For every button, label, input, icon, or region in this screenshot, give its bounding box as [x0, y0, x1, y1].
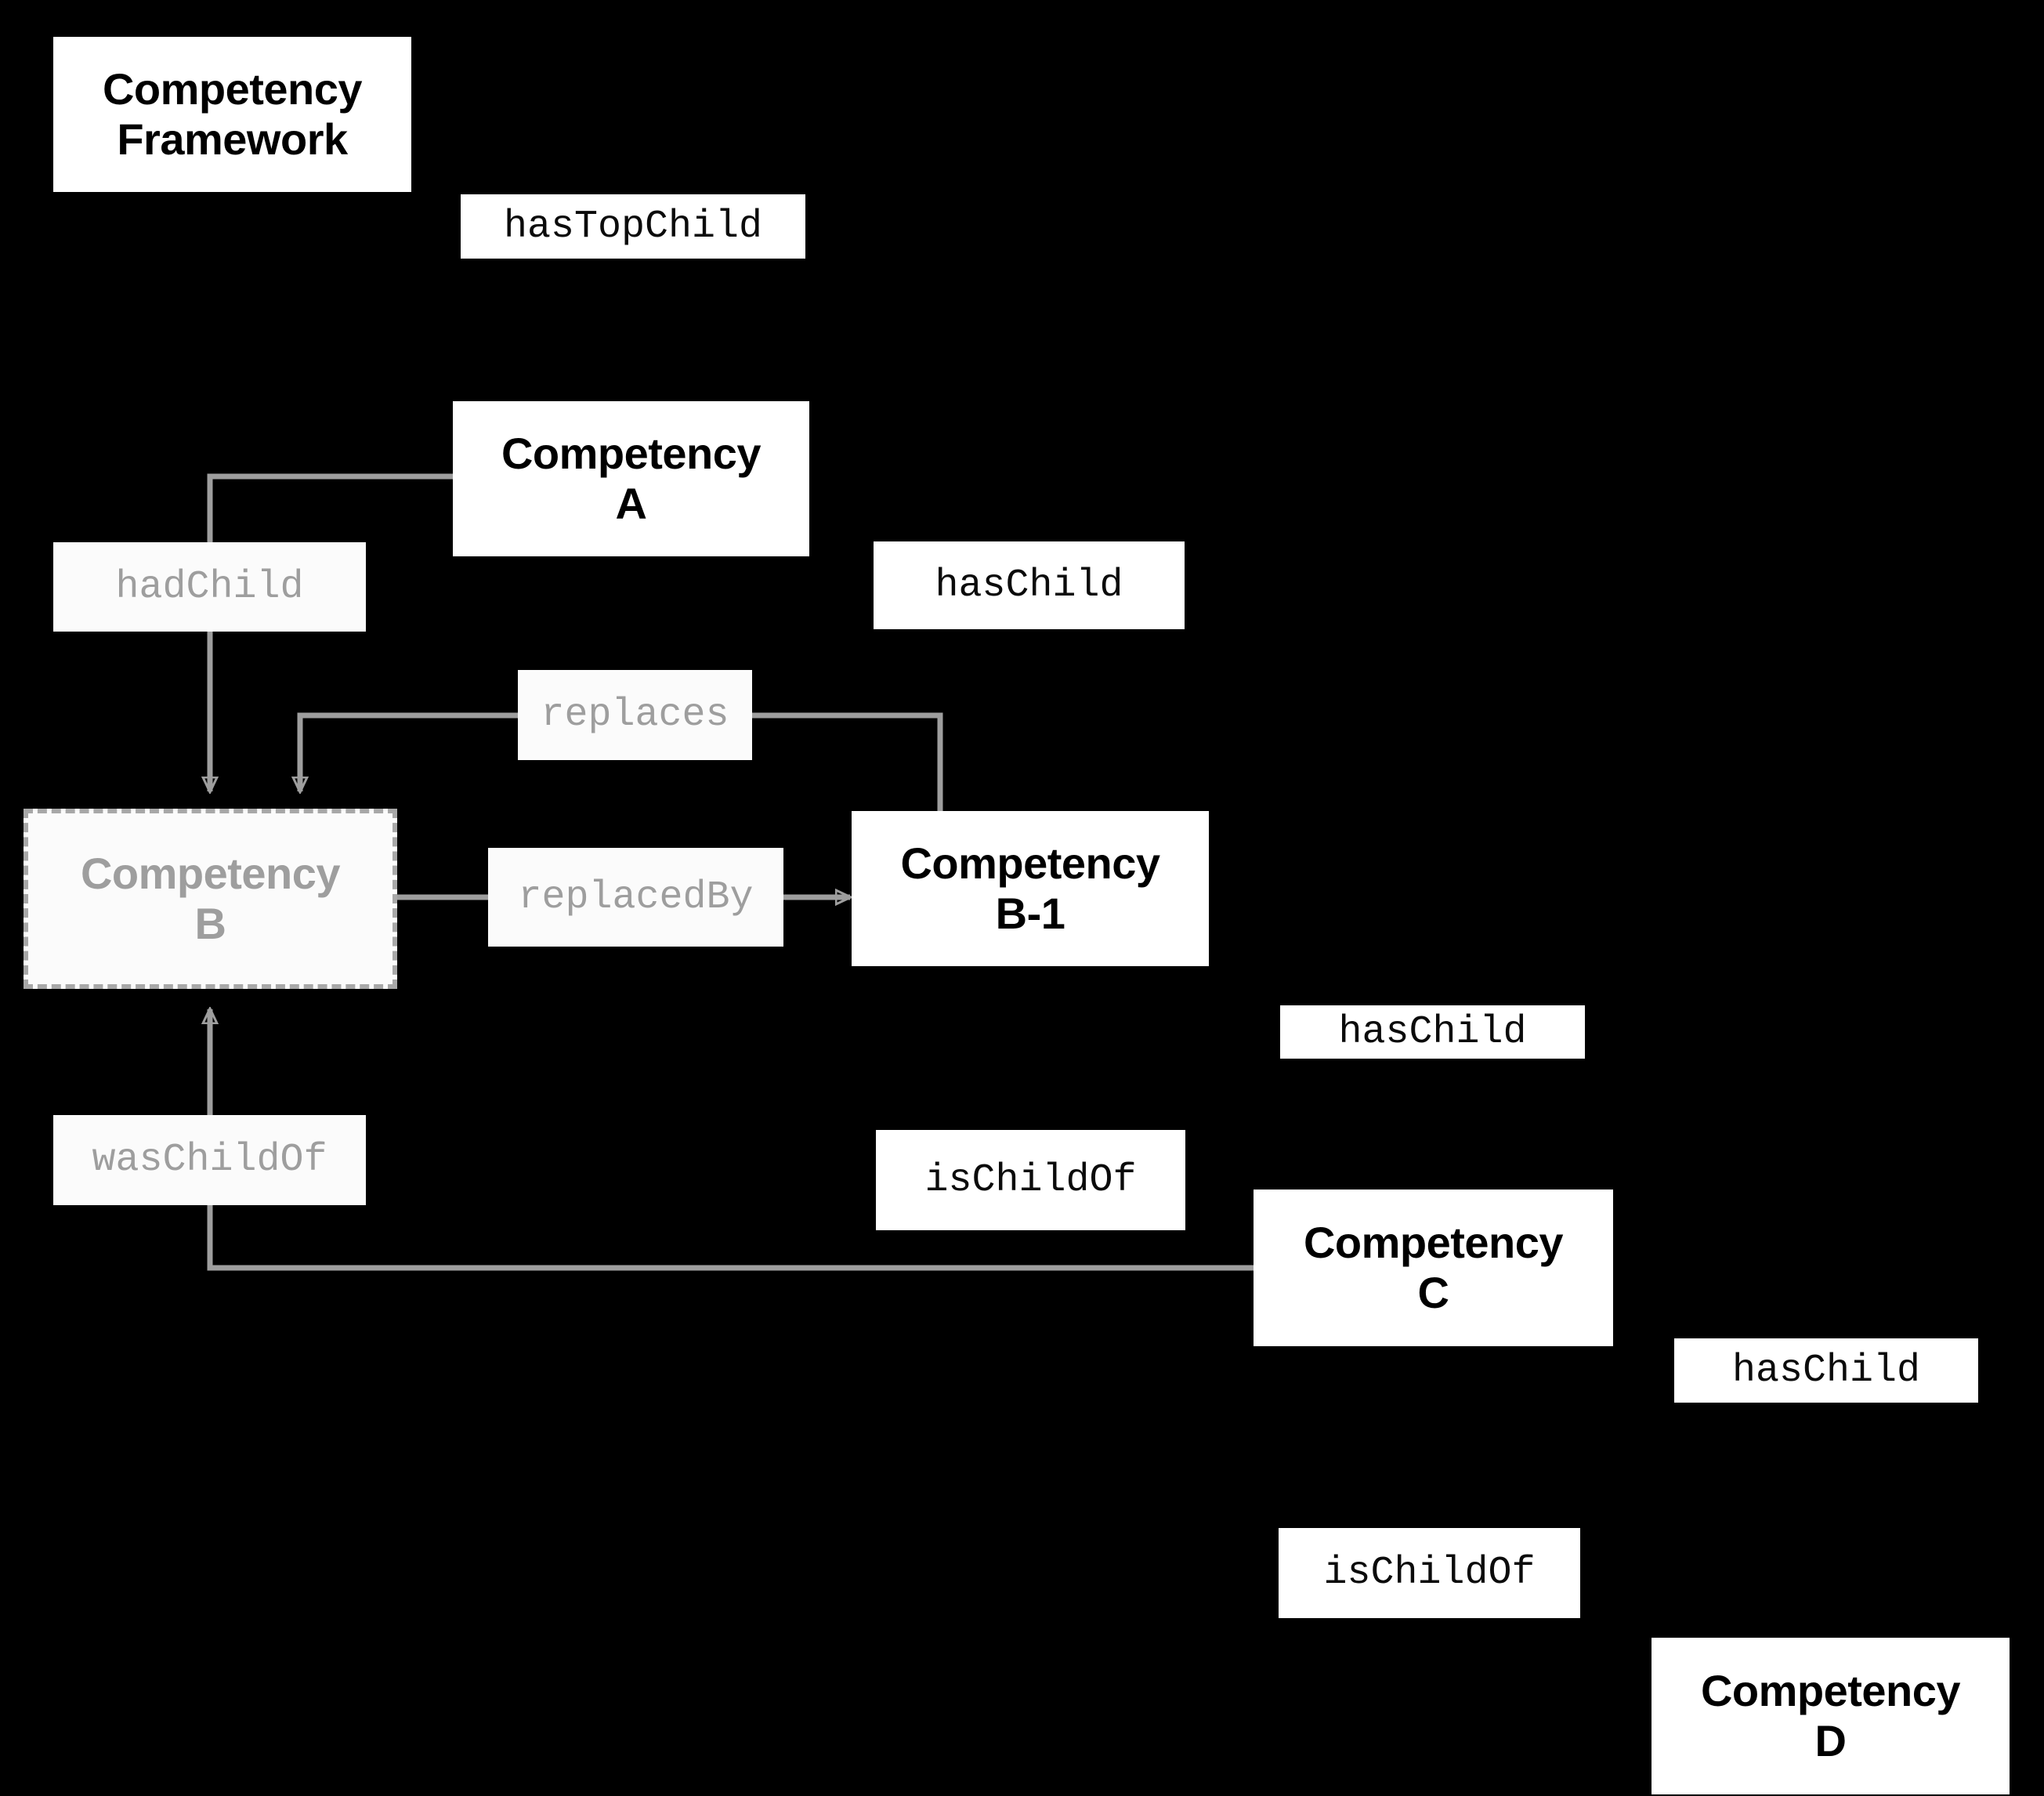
node-label-line2: B — [194, 899, 226, 948]
node-competency-b[interactable]: Competency B — [24, 809, 397, 989]
node-label-line1: Competency — [1700, 1666, 1961, 1716]
node-competency-d[interactable]: Competency D — [1651, 1638, 2010, 1794]
node-label-line2: D — [1814, 1716, 1847, 1765]
edge-had-child — [210, 473, 453, 791]
edge-label-replaces[interactable]: replaces — [518, 670, 752, 760]
edge-label-replaced-by[interactable]: replacedBy — [488, 848, 783, 947]
node-label-line1: Competency — [80, 849, 341, 899]
node-label-line1: Competency — [900, 838, 1160, 889]
edge-label-had-child[interactable]: hadChild — [53, 542, 366, 632]
node-competency-b1[interactable]: Competency B-1 — [852, 811, 1209, 966]
edge-label-is-child-of-d-c[interactable]: isChildOf — [1279, 1528, 1580, 1618]
edge-label-was-child-of[interactable]: wasChildOf — [53, 1115, 366, 1205]
edge-label-has-child-a-b1[interactable]: hasChild — [874, 541, 1185, 629]
node-label-line2: C — [1417, 1268, 1449, 1317]
node-label-line1: Competency — [102, 64, 363, 114]
node-label-line1: Competency — [1303, 1218, 1564, 1268]
edge-label-is-child-of-c-b1[interactable]: isChildOf — [876, 1130, 1185, 1230]
node-label-line2: B-1 — [995, 889, 1065, 938]
node-competency-c[interactable]: Competency C — [1254, 1189, 1613, 1346]
node-competency-a[interactable]: Competency A — [453, 401, 809, 556]
edge-label-has-child-c-d[interactable]: hasChild — [1674, 1338, 1978, 1403]
node-label-line2: Framework — [117, 114, 348, 164]
edge-label-has-child-b1-c[interactable]: hasChild — [1280, 1005, 1585, 1059]
node-competency-framework[interactable]: Competency Framework — [53, 37, 411, 192]
edge-label-has-top-child[interactable]: hasTopChild — [461, 194, 805, 259]
node-label-line1: Competency — [501, 429, 762, 479]
node-label-line2: A — [615, 479, 647, 528]
